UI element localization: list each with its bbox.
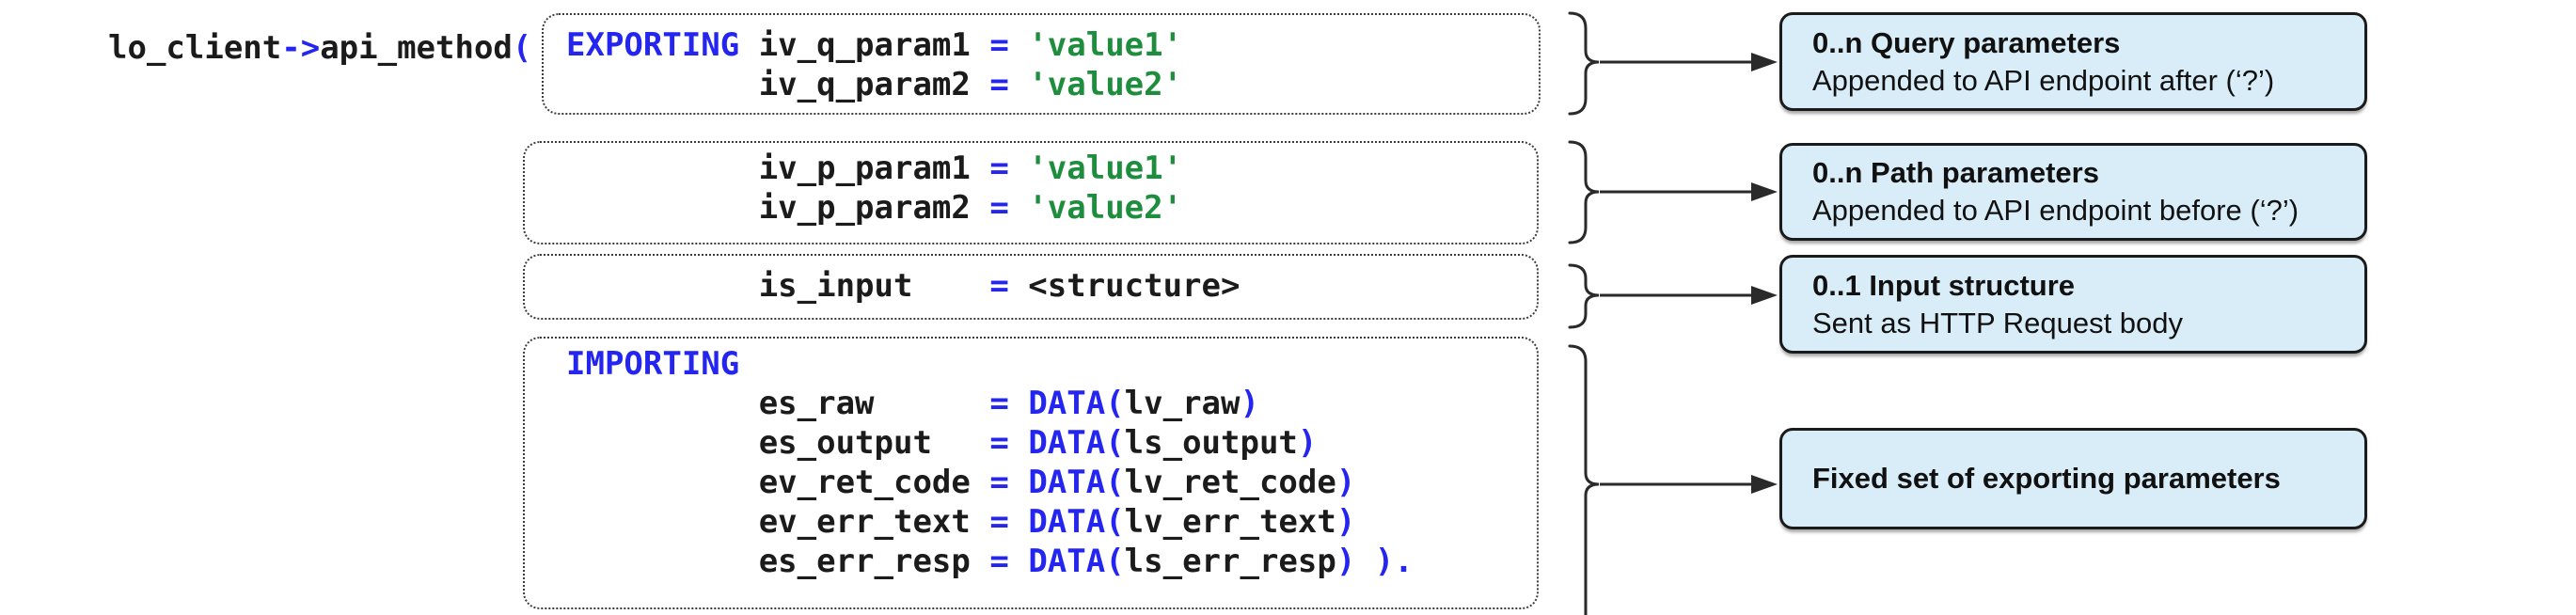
- code-line: es_raw = DATA(lv_raw): [566, 384, 1414, 423]
- code-line: ev_err_text = DATA(lv_err_text): [566, 502, 1414, 542]
- group-box-query-params: EXPORTING iv_q_param1 = 'value1' iv_q_pa…: [542, 13, 1541, 115]
- code-token: lv_raw: [1124, 385, 1241, 422]
- code-token: es_err_resp: [566, 543, 990, 580]
- code-token: ev_err_text: [566, 503, 990, 541]
- code-importing-params: IMPORTING es_raw = DATA(lv_raw) es_outpu…: [566, 344, 1414, 581]
- code-token: ): [1297, 424, 1318, 462]
- code-token: es_output: [566, 424, 990, 462]
- callout-path-params: 0..n Path parameters Appended to API end…: [1779, 143, 2367, 241]
- code-token: =: [989, 503, 1009, 541]
- code-token: ls_output: [1124, 424, 1298, 462]
- code-token: =: [989, 424, 1009, 462]
- callout-input-structure-subtitle: Sent as HTTP Request body: [1812, 306, 2184, 339]
- code-token: api_method: [320, 29, 513, 67]
- code-token: iv_p_param1: [566, 150, 990, 187]
- code-token: ): [1335, 464, 1356, 501]
- code-token: =: [989, 543, 1009, 580]
- code-token: [1009, 464, 1028, 501]
- code-token: es_raw: [566, 385, 990, 422]
- brace-query-params: [1568, 11, 1600, 116]
- callout-input-structure-title: 0..1 Input structure: [1812, 268, 2076, 302]
- code-line: is_input = <structure>: [566, 266, 1241, 306]
- code-query-params: EXPORTING iv_q_param1 = 'value1' iv_q_pa…: [566, 25, 1182, 104]
- code-line: es_output = DATA(ls_output): [566, 423, 1414, 463]
- code-token: =: [989, 385, 1009, 422]
- code-line: IMPORTING: [566, 344, 1414, 384]
- code-line: EXPORTING iv_q_param1 = 'value1': [566, 25, 1182, 65]
- brace-importing-params: [1568, 344, 1600, 615]
- code-token: =: [989, 150, 1009, 187]
- callout-query-params-subtitle: Appended to API endpoint after (‘?’): [1812, 63, 2275, 97]
- callout-query-params: 0..n Query parameters Appended to API en…: [1779, 12, 2367, 111]
- callout-path-params-subtitle: Appended to API endpoint before (‘?’): [1812, 194, 2299, 227]
- callout-query-params-title: 0..n Query parameters: [1812, 25, 2121, 59]
- code-token: 'value1': [1028, 26, 1183, 64]
- code-line: iv_q_param2 = 'value2': [566, 65, 1182, 104]
- code-token: [1009, 189, 1028, 227]
- code-token: DATA(: [1028, 385, 1125, 422]
- code-token: =: [989, 26, 1009, 64]
- code-token: <structure>: [1008, 267, 1241, 305]
- code-call-prefix: lo_client->api_method(: [108, 28, 531, 68]
- callout-path-params-title: 0..n Path parameters: [1812, 156, 2099, 189]
- code-input-structure: is_input = <structure>: [566, 266, 1241, 306]
- code-token: DATA(: [1028, 543, 1125, 580]
- code-line: es_err_resp = DATA(ls_err_resp) ).: [566, 542, 1414, 581]
- code-token: (: [512, 29, 532, 67]
- code-token: 'value2': [1028, 189, 1183, 227]
- code-token: iv_p_param2: [566, 189, 990, 227]
- code-token: is_input: [566, 267, 990, 305]
- callout-exporting-params: Fixed set of exporting parameters: [1779, 428, 2367, 529]
- code-token: =: [989, 189, 1009, 227]
- code-token: [1009, 26, 1028, 64]
- code-token: iv_q_param2: [566, 66, 990, 103]
- code-line: iv_p_param1 = 'value1': [566, 149, 1182, 188]
- arrowhead-query-params: [1751, 53, 1778, 71]
- code-token: iv_q_param1: [739, 26, 990, 64]
- group-box-input-structure: is_input = <structure>: [523, 254, 1539, 320]
- code-token: =: [989, 267, 1009, 305]
- code-token: ->: [281, 29, 321, 67]
- code-token: [1009, 66, 1028, 103]
- code-token: [1009, 385, 1028, 422]
- code-token: ) ).: [1335, 543, 1414, 580]
- code-token: EXPORTING: [566, 26, 740, 64]
- arrowhead-path-params: [1751, 182, 1778, 201]
- callout-exporting-params-title: Fixed set of exporting parameters: [1812, 462, 2281, 495]
- code-token: [1009, 503, 1028, 541]
- code-token: ls_err_resp: [1124, 543, 1336, 580]
- brace-path-params: [1568, 140, 1600, 244]
- code-token: IMPORTING: [566, 345, 740, 383]
- code-token: =: [989, 464, 1009, 501]
- arrowhead-importing-params: [1751, 475, 1778, 494]
- code-token: DATA(: [1028, 464, 1125, 501]
- code-line: ev_ret_code = DATA(lv_ret_code): [566, 463, 1414, 502]
- code-token: 'value2': [1028, 66, 1183, 103]
- arrowhead-input-structure: [1751, 286, 1778, 305]
- brace-input-structure: [1568, 263, 1600, 329]
- code-token: DATA(: [1028, 503, 1125, 541]
- code-token: lo_client: [108, 29, 282, 67]
- code-token: =: [989, 66, 1009, 103]
- code-token: [1009, 150, 1028, 187]
- code-token: ev_ret_code: [566, 464, 990, 501]
- callout-input-structure: 0..1 Input structure Sent as HTTP Reques…: [1779, 255, 2367, 354]
- code-line: iv_p_param2 = 'value2': [566, 188, 1182, 228]
- code-token: [1009, 424, 1028, 462]
- code-token: ): [1240, 385, 1259, 422]
- group-box-importing-params: IMPORTING es_raw = DATA(lv_raw) es_outpu…: [523, 337, 1539, 609]
- code-token: [1009, 543, 1028, 580]
- code-token: DATA(: [1028, 424, 1125, 462]
- code-line: lo_client->api_method(: [108, 28, 531, 68]
- code-token: lv_err_text: [1124, 503, 1336, 541]
- code-path-params: iv_p_param1 = 'value1' iv_p_param2 = 'va…: [566, 149, 1182, 228]
- group-box-path-params: iv_p_param1 = 'value1' iv_p_param2 = 'va…: [523, 141, 1539, 244]
- code-token: lv_ret_code: [1124, 464, 1336, 501]
- code-token: 'value1': [1028, 150, 1183, 187]
- code-token: ): [1335, 503, 1356, 541]
